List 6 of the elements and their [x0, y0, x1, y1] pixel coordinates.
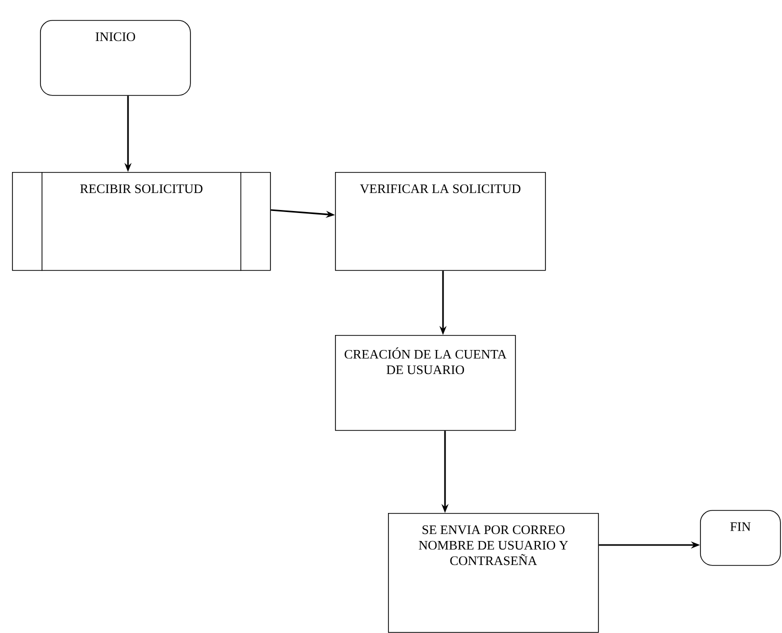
terminal-box: FIN — [700, 510, 781, 566]
process-box: CREACIÓN DE LA CUENTA DE USUARIO — [335, 335, 516, 431]
process-box: VERIFICAR LA SOLICITUD — [335, 172, 546, 271]
subprocess-box: RECIBIR SOLICITUD — [12, 172, 271, 272]
terminal-box: INICIO — [40, 20, 191, 96]
process-box: SE ENVIA POR CORREO NOMBRE DE USUARIO Y CONTRASEÑA — [388, 513, 599, 633]
